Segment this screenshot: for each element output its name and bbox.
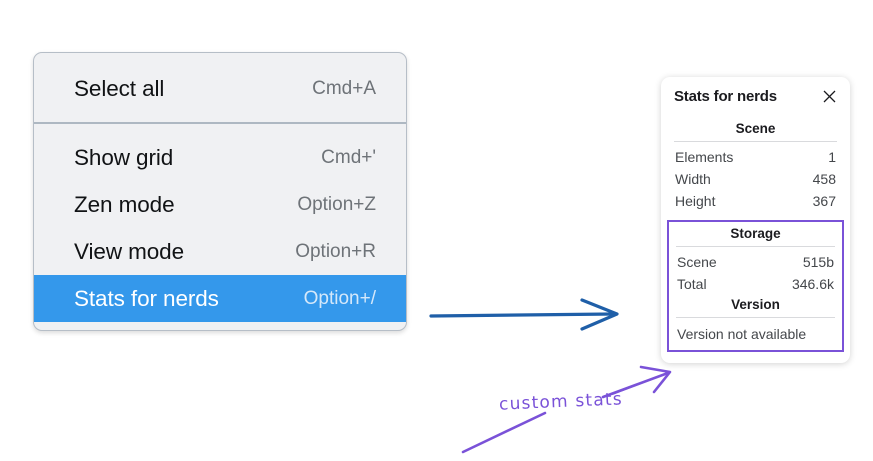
scene-section-heading: Scene xyxy=(735,121,776,136)
menu-item-shortcut: Cmd+' xyxy=(321,146,376,168)
menu-item-zen-mode[interactable]: Zen mode Option+Z xyxy=(34,181,406,228)
stat-value: 515b xyxy=(802,254,834,270)
menu-item-label: Stats for nerds xyxy=(74,285,219,311)
stat-key: Scene xyxy=(677,254,717,270)
stat-key: Total xyxy=(677,276,707,292)
context-menu-group-2: Show grid Cmd+' Zen mode Option+Z View m… xyxy=(34,122,406,322)
stat-row-elements: Elements 1 xyxy=(671,146,840,168)
purple-underline-stroke xyxy=(461,411,547,454)
menu-item-shortcut: Option+Z xyxy=(297,193,376,215)
stats-version-section: Version Version not available xyxy=(673,295,838,345)
menu-item-shortcut: Option+/ xyxy=(303,287,376,309)
stat-value: 367 xyxy=(812,193,836,209)
scene-divider xyxy=(674,141,837,142)
stats-scene-section: Scene Elements 1 Width 458 Height 367 xyxy=(671,119,840,214)
menu-item-shortcut: Cmd+A xyxy=(312,77,376,99)
menu-item-label: Show grid xyxy=(74,144,174,170)
stat-key: Elements xyxy=(675,149,734,165)
stat-value: 346.6k xyxy=(791,276,834,292)
blue-pointer-arrow xyxy=(429,298,619,331)
context-menu: Select all Cmd+A Show grid Cmd+' Zen mod… xyxy=(33,52,407,331)
menu-item-view-mode[interactable]: View mode Option+R xyxy=(34,228,406,275)
stat-row-storage-scene: Scene 515b xyxy=(673,251,838,273)
version-value: Version not available xyxy=(677,326,807,342)
stats-for-nerds-panel: Stats for nerds Scene Elements 1 Width 4… xyxy=(661,77,850,363)
stats-panel-title: Stats for nerds xyxy=(674,88,777,105)
menu-item-show-grid[interactable]: Show grid Cmd+' xyxy=(34,134,406,181)
menu-item-label: Zen mode xyxy=(74,191,175,217)
stats-panel-header: Stats for nerds xyxy=(671,88,840,105)
menu-item-shortcut: Option+R xyxy=(295,240,376,262)
version-section-heading: Version xyxy=(731,297,780,312)
close-icon[interactable] xyxy=(821,88,838,105)
stat-row-width: Width 458 xyxy=(671,168,840,190)
stat-key: Height xyxy=(675,193,716,209)
stat-row-height: Height 367 xyxy=(671,190,840,212)
storage-divider xyxy=(676,246,835,247)
context-menu-group-1: Select all Cmd+A xyxy=(34,59,406,122)
custom-stats-highlight-box: Storage Scene 515b Total 346.6k Version … xyxy=(667,220,844,352)
stats-storage-section: Storage Scene 515b Total 346.6k xyxy=(673,224,838,295)
stat-key: Width xyxy=(675,171,711,187)
stat-value: 1 xyxy=(828,149,836,165)
stat-value: 458 xyxy=(812,171,836,187)
version-divider xyxy=(676,317,835,318)
stat-row-storage-total: Total 346.6k xyxy=(673,273,838,295)
storage-section-heading: Storage xyxy=(730,226,781,241)
menu-item-select-all[interactable]: Select all Cmd+A xyxy=(34,65,406,112)
menu-item-label: View mode xyxy=(74,238,184,264)
menu-item-label: Select all xyxy=(74,75,165,101)
custom-stats-callout-label: custom stats xyxy=(498,389,624,415)
menu-item-stats-for-nerds[interactable]: Stats for nerds Option+/ xyxy=(34,275,406,322)
